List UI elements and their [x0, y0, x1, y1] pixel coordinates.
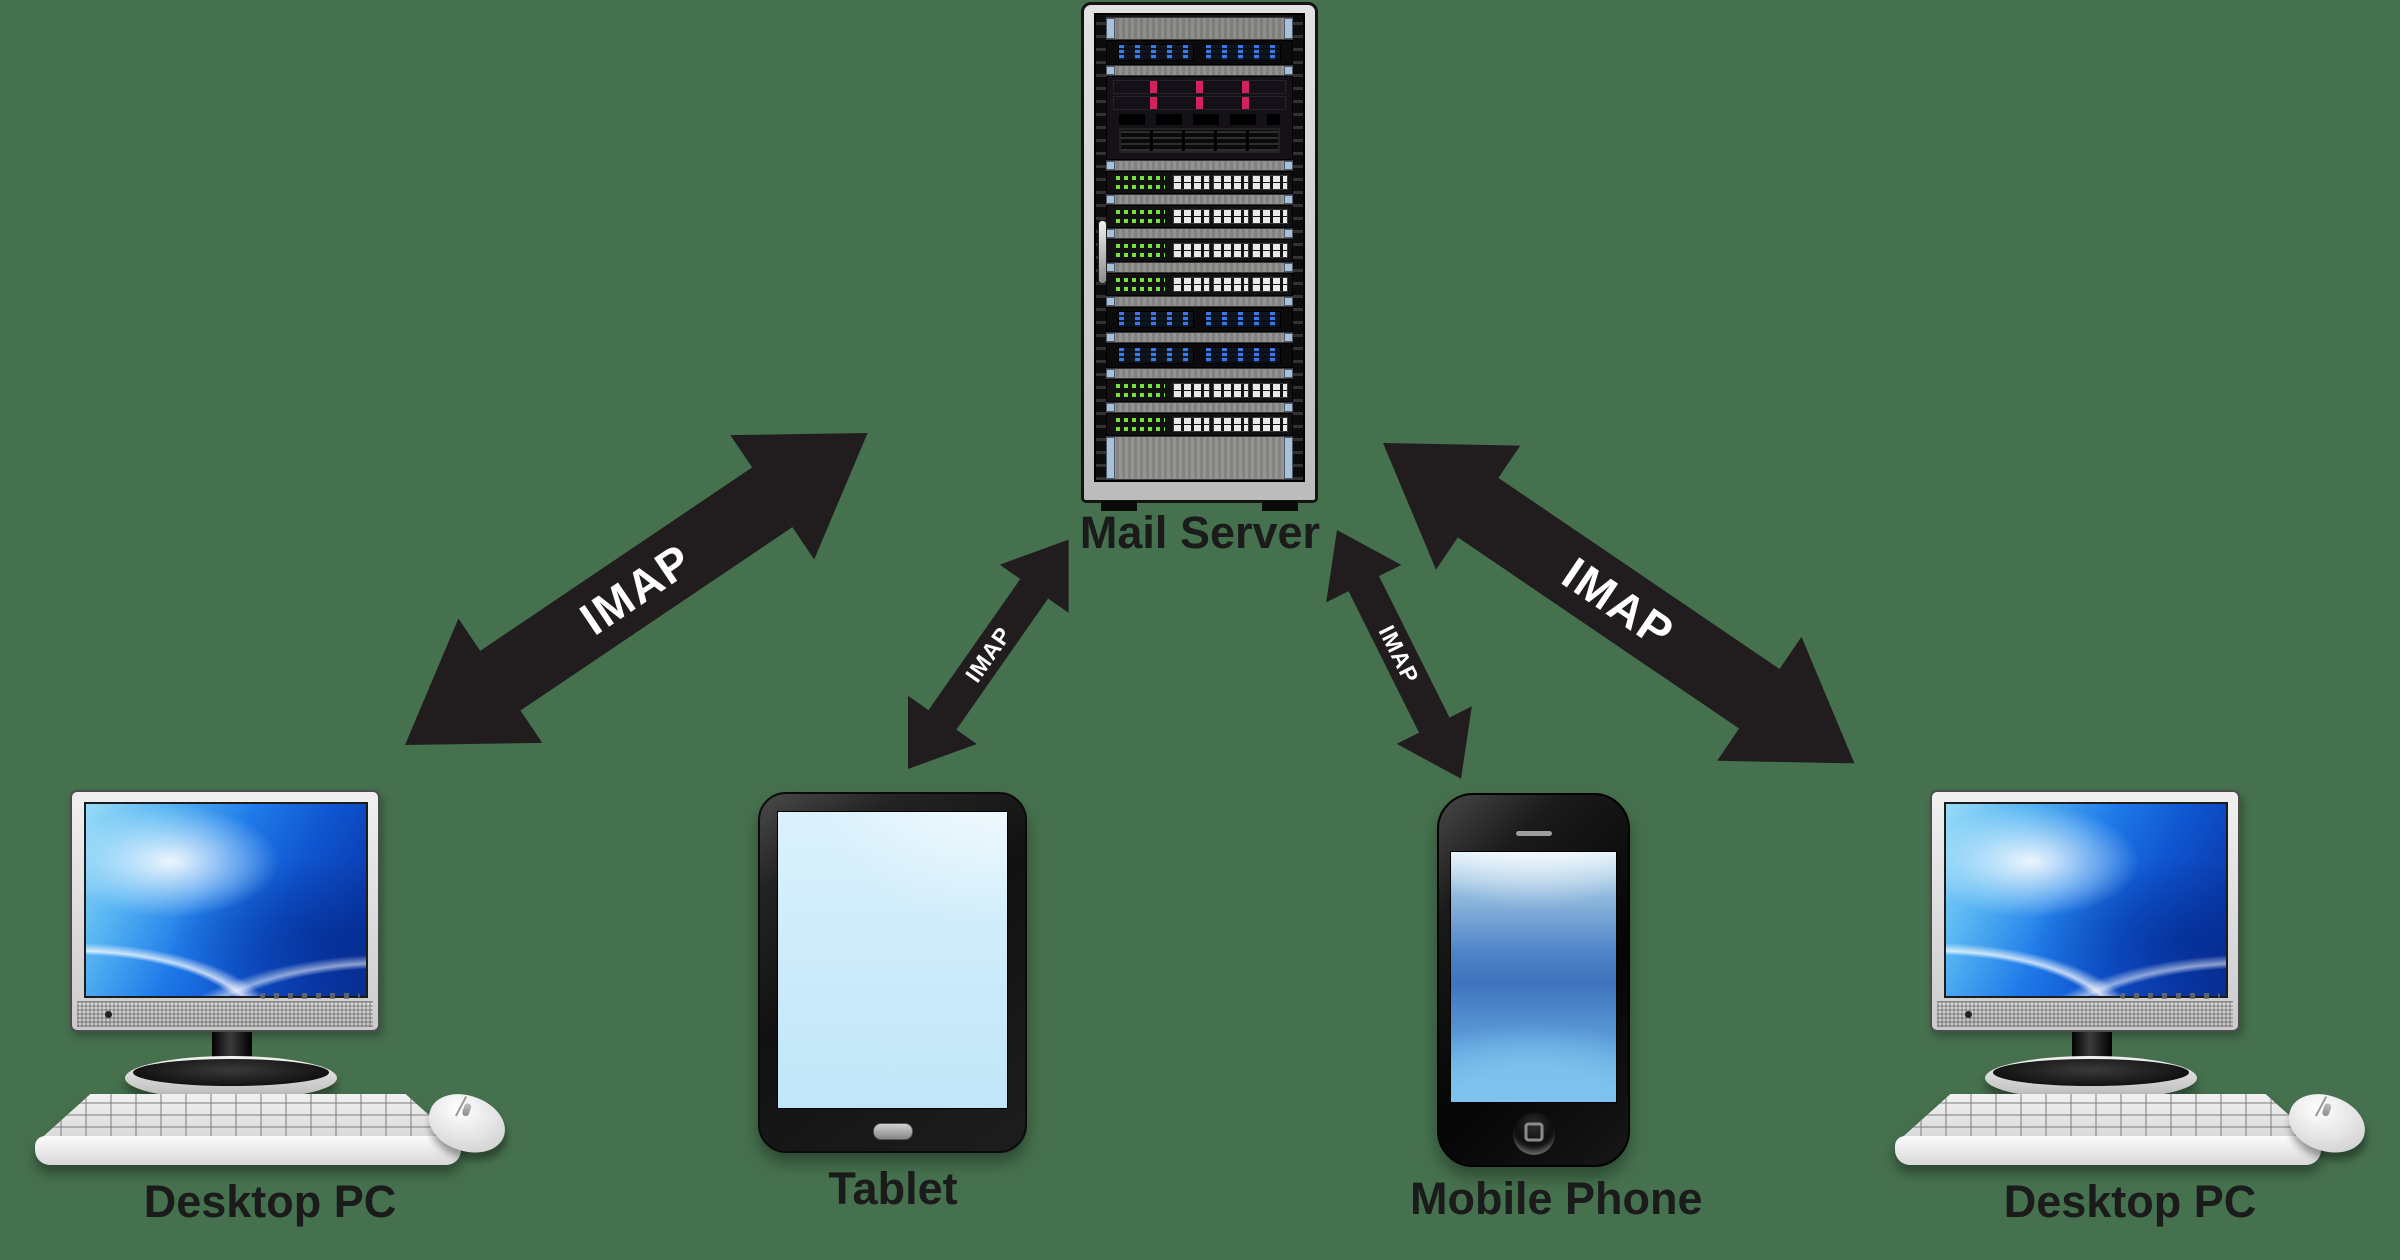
monitor-screen: [84, 802, 368, 998]
phone-screen: [1450, 851, 1617, 1103]
keyboard-palm-rest: [1895, 1136, 2321, 1165]
led-unit: [1106, 307, 1293, 332]
spacer-panel: [1106, 262, 1293, 273]
network-switch: [1106, 413, 1293, 436]
rack-interior: [1094, 13, 1305, 482]
rack-foot: [1101, 501, 1137, 511]
tablet-body: [758, 792, 1027, 1153]
monitor-control-buttons: [2120, 993, 2220, 999]
spacer-panel: [1106, 160, 1293, 171]
spacer-panel: [1106, 402, 1293, 413]
monitor: [70, 790, 380, 1032]
monitor-speaker-strip: [77, 1001, 373, 1027]
desktop-pc-left-label: Desktop PC: [143, 1176, 397, 1227]
keyboard-palm-rest: [35, 1136, 461, 1165]
network-switch: [1106, 273, 1293, 296]
mail-server-rack: [1081, 2, 1318, 511]
network-switch: [1106, 205, 1293, 228]
imap-arrow-desktop-left: IMAP: [363, 370, 910, 808]
monitor-stand-base: [1985, 1056, 2197, 1100]
rack-door-handle: [1098, 220, 1107, 284]
drive-bay-row: [1113, 80, 1286, 94]
mail-server-label: Mail Server: [1079, 507, 1321, 558]
monitor-speaker-strip: [1937, 1001, 2233, 1027]
phone-body: [1437, 793, 1630, 1167]
server-chassis: [1106, 76, 1293, 160]
led-unit: [1106, 343, 1293, 368]
monitor-control-buttons: [260, 993, 360, 999]
desktop-pc-right-label: Desktop PC: [2003, 1176, 2257, 1227]
protocol-label: IMAP: [1374, 620, 1425, 688]
network-switch: [1106, 171, 1293, 194]
rack-units: [1106, 15, 1293, 480]
protocol-label: IMAP: [959, 621, 1017, 687]
led-unit: [1106, 40, 1293, 65]
spacer-panel: [1106, 194, 1293, 205]
rack-rail-right: [1293, 15, 1303, 480]
monitor: [1930, 790, 2240, 1032]
tablet-label: Tablet: [828, 1163, 958, 1214]
spacer-panel: [1106, 65, 1293, 76]
monitor-screen: [1944, 802, 2228, 998]
slot-row: [1119, 114, 1280, 125]
network-switch: [1106, 379, 1293, 402]
keyboard-keys: [1899, 1094, 2317, 1140]
tablet-device: Tablet: [743, 790, 1043, 1250]
phone-home-button: [1512, 1113, 1555, 1155]
tablet-screen: [777, 811, 1008, 1109]
spacer-panel: [1106, 228, 1293, 239]
spacer-panel: [1106, 368, 1293, 379]
tablet-home-button: [872, 1123, 913, 1140]
imap-arrow-tablet: IMAP: [873, 515, 1104, 794]
keyboard: [1895, 1094, 2321, 1166]
rack-foot: [1262, 501, 1298, 511]
vent-panel: [1106, 17, 1293, 40]
desktop-pc-right: Desktop PC: [1890, 788, 2373, 1258]
monitor-stand-base: [125, 1056, 337, 1100]
phone-ear-speaker: [1515, 831, 1552, 836]
desktop-pc-left: Desktop PC: [30, 788, 513, 1258]
mobile-phone-label: Mobile Phone: [1410, 1173, 1703, 1224]
keyboard: [35, 1094, 461, 1166]
rack-base-panel: [1106, 436, 1293, 480]
protocol-label: IMAP: [1553, 547, 1685, 660]
spacer-panel: [1106, 296, 1293, 307]
protocol-label: IMAP: [570, 533, 702, 645]
spacer-panel: [1106, 332, 1293, 343]
mobile-phone-device: Mobile Phone: [1410, 790, 1703, 1250]
drive-bay-row: [1113, 96, 1286, 110]
keyboard-keys: [39, 1094, 457, 1140]
vent-grid: [1119, 128, 1280, 153]
network-switch: [1106, 239, 1293, 262]
